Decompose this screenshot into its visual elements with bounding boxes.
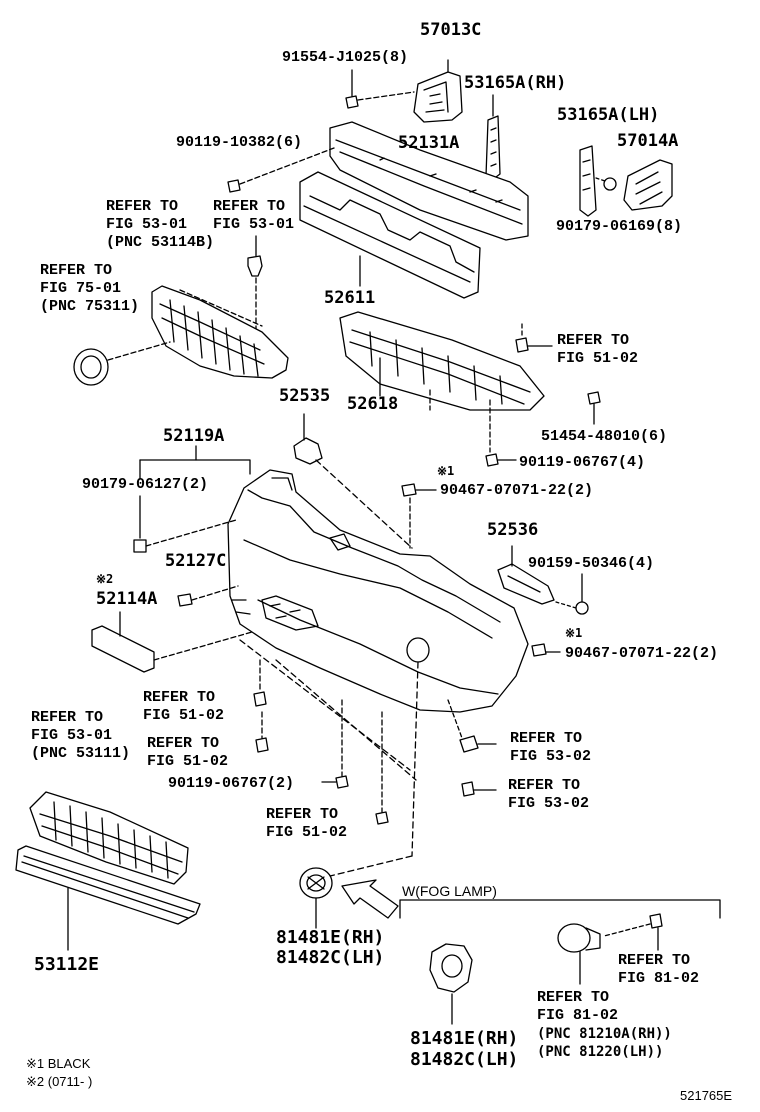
retainer-52536 [497, 545, 589, 615]
label-52127c: 52127C [165, 551, 227, 571]
footnote-black: ※1 BLACK [26, 1056, 91, 1071]
fog-cover-81481e-b [429, 943, 473, 1025]
clip-fig51-02-c [255, 711, 269, 753]
label-52119a: 52119A [163, 426, 225, 446]
label-90119-10382: 90119-10382(6) [176, 134, 303, 151]
leader-lines-lower [239, 639, 419, 877]
bolt-90119-06767-2 [321, 699, 349, 789]
clip-fig53-02-b [461, 781, 497, 797]
label-52618: 52618 [347, 394, 399, 414]
fog-lamp-frame [399, 899, 721, 919]
label-51454: 51454-48010(6) [541, 428, 668, 445]
bracket-57013c [413, 59, 463, 123]
label-fog-lamp: W(FOG LAMP) [402, 883, 497, 899]
label-53165a-rh: 53165A(RH) [464, 73, 567, 93]
retainer-52535 [293, 413, 413, 549]
clip-fig51-02-b [253, 659, 267, 707]
screw-90467-a [401, 483, 437, 549]
emblem-75311 [73, 341, 171, 386]
clip-fig51-02-a [515, 323, 553, 353]
label-53112e: 53112E [34, 954, 100, 975]
mark-black-b: ※1 [565, 626, 583, 640]
clip-fig53-01 [247, 235, 263, 341]
grommet-90179-06127 [133, 495, 237, 553]
label-90467-a: 90467-07071-22(2) [440, 482, 594, 499]
fog-lamp-81210 [557, 913, 663, 985]
label-81482c-a: 81482C(LH) [276, 947, 385, 968]
bolt-91554 [345, 69, 415, 109]
diagram-id: 521765E [680, 1088, 733, 1103]
label-53165a-lh: 53165A(LH) [557, 105, 660, 125]
arrow-fog-lamp [341, 879, 399, 919]
clip-51454 [587, 391, 601, 425]
label-90179-06169: 90179-06169(8) [556, 218, 683, 235]
label-52114a: 52114A [96, 589, 158, 609]
footnote-date: ※2 (0711- ) [26, 1074, 93, 1089]
cover-52618 [339, 311, 545, 453]
bolt-90119-10382 [227, 147, 335, 193]
bracket-53165a-rh [485, 94, 501, 181]
screw-90467-b [531, 643, 561, 657]
grille-upper-53114b [151, 285, 289, 379]
label-81481e-b: 81481E(RH) [410, 1028, 519, 1049]
grille-53111 [29, 791, 189, 885]
label-52131a: 52131A [398, 133, 460, 153]
bracket-57014a [603, 159, 673, 211]
label-91554: 91554-J1025(8) [282, 49, 409, 66]
label-57013c: 57013C [420, 20, 482, 40]
bumper-cover-52119a [227, 469, 529, 713]
clip-fig53-02-a [447, 699, 497, 753]
label-90159: 90159-50346(4) [528, 555, 655, 572]
retainer-52127c [177, 585, 239, 607]
label-90119-06767-4: 90119-06767(4) [519, 454, 646, 471]
label-81481e-a: 81481E(RH) [276, 927, 385, 948]
mark-black-a: ※1 [437, 464, 455, 478]
mark-date-2: ※2 [96, 572, 114, 586]
bracket-53165a-lh [579, 145, 609, 217]
label-57014a: 57014A [617, 131, 679, 151]
grille-53112e [15, 845, 201, 951]
leader-52119a [139, 445, 251, 479]
plate-52114a [91, 611, 253, 673]
label-52536: 52536 [487, 520, 539, 540]
label-52611: 52611 [324, 288, 376, 308]
label-81482c-b: 81482C(LH) [410, 1049, 519, 1070]
fog-cover-81481e-a [299, 867, 333, 929]
label-52535: 52535 [279, 386, 331, 406]
absorber-52611 [299, 171, 481, 299]
label-90119-06767-2: 90119-06767(2) [168, 775, 295, 792]
reinforcement-52131a [329, 121, 529, 241]
label-90467-b: 90467-07071-22(2) [565, 645, 719, 662]
clip-fig51-02-d [375, 711, 389, 825]
label-90179-06127: 90179-06127(2) [82, 476, 209, 493]
bolt-90119-06767-4 [485, 453, 517, 467]
